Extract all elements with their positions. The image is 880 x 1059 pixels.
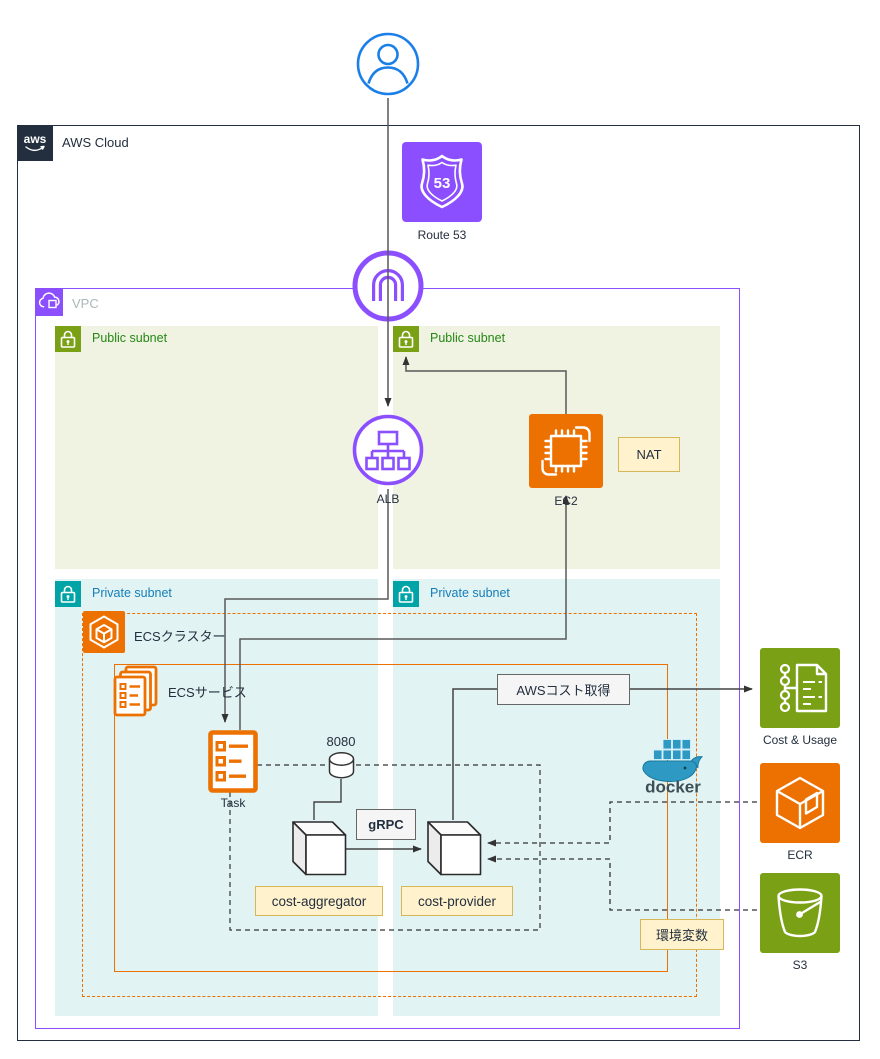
vpc-label: VPC xyxy=(72,296,99,311)
route53-label: Route 53 xyxy=(417,228,467,242)
ec2-label: EC2 xyxy=(554,494,578,508)
container-cube-icon xyxy=(427,821,482,876)
internet-gateway-icon xyxy=(352,250,424,322)
port-cylinder-icon xyxy=(328,752,355,779)
ecs-service-icon xyxy=(113,665,158,717)
public-subnet-1-label: Public subnet xyxy=(92,331,168,345)
cost-aggregator-note: cost-aggregator xyxy=(255,886,383,916)
grpc-note: gRPC xyxy=(356,809,416,840)
aws-logo-icon: aws xyxy=(24,132,47,152)
cost-usage-icon xyxy=(779,663,828,713)
aws-cost-fetch-label: AWSコスト取得 xyxy=(516,683,611,698)
cost-provider-label: cost-provider xyxy=(417,893,497,909)
user-node xyxy=(355,31,421,97)
private-subnet-2-label: Private subnet xyxy=(430,586,510,600)
user-icon xyxy=(356,32,420,96)
aws-cloud-badge: aws xyxy=(17,125,53,161)
private-subnet-1-badge xyxy=(55,581,81,607)
public-subnet-2-badge xyxy=(393,326,419,352)
aws-logo-text: aws xyxy=(24,132,47,146)
task-node xyxy=(208,730,258,793)
lock-icon xyxy=(398,585,414,603)
internet-gateway-node xyxy=(350,248,426,324)
lock-icon xyxy=(60,585,76,603)
env-vars-note: 環境変数 xyxy=(640,919,724,950)
alb-icon xyxy=(352,414,424,486)
public-subnet-1-badge xyxy=(55,326,81,352)
ec2-node xyxy=(529,414,603,488)
cost-aggregator-node xyxy=(292,821,347,876)
alb-node xyxy=(350,412,426,488)
task-label: Task xyxy=(220,796,246,810)
vpc-icon xyxy=(38,292,60,309)
private-subnet-2-badge xyxy=(393,581,419,607)
public-subnet-1-region xyxy=(55,326,378,569)
cost-aggregator-label: cost-aggregator xyxy=(271,893,367,909)
ecr-label: ECR xyxy=(787,848,813,862)
task-icon xyxy=(208,730,258,793)
s3-label: S3 xyxy=(792,958,808,972)
public-subnet-2-label: Public subnet xyxy=(430,331,506,345)
cost-provider-node xyxy=(427,821,482,876)
lock-icon xyxy=(60,330,76,348)
private-subnet-1-label: Private subnet xyxy=(92,586,172,600)
env-vars-label: 環境変数 xyxy=(655,928,708,943)
container-cube-icon xyxy=(292,821,347,876)
ecs-cluster-label: ECSクラスター xyxy=(134,629,226,644)
aws-cloud-label: AWS Cloud xyxy=(62,135,129,150)
route53-icon: 53 xyxy=(420,154,464,209)
ecr-icon xyxy=(775,776,825,830)
vpc-badge xyxy=(35,288,63,316)
ecs-service-label: ECSサービス xyxy=(168,685,247,700)
grpc-label: gRPC xyxy=(368,817,404,832)
s3-icon xyxy=(777,888,823,938)
ecs-cluster-node xyxy=(83,611,125,653)
cost-usage-label: Cost & Usage xyxy=(762,733,838,747)
aws-cloud-container xyxy=(17,125,860,1041)
ec2-icon xyxy=(541,426,591,476)
port-8080-label: 8080 xyxy=(326,734,356,749)
route53-node: 53 xyxy=(402,142,482,222)
ecr-node xyxy=(760,763,840,843)
aws-cost-fetch-note: AWSコスト取得 xyxy=(497,674,630,705)
lock-icon xyxy=(398,330,414,348)
alb-label: ALB xyxy=(376,492,400,506)
nat-note: NAT xyxy=(618,437,680,472)
docker-wordmark: docker xyxy=(645,778,701,797)
docker-node: docker xyxy=(638,726,708,798)
s3-node xyxy=(760,873,840,953)
route53-shield-number: 53 xyxy=(434,175,451,192)
cost-provider-note: cost-provider xyxy=(401,886,513,916)
nat-label: NAT xyxy=(636,447,662,462)
ecs-service-node xyxy=(112,664,160,718)
docker-icon: docker xyxy=(642,739,704,797)
port-8080-node xyxy=(328,751,355,780)
ecs-cluster-icon xyxy=(89,615,119,649)
cost-usage-node xyxy=(760,648,840,728)
